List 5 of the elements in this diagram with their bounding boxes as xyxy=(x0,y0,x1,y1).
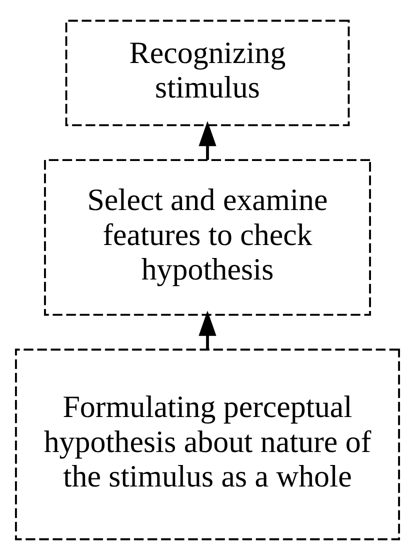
node-box: Recognizing stimulus xyxy=(65,19,350,126)
node-box: Formulating perceptual hypothesis about nature of the stimulus as a whole xyxy=(14,348,400,540)
node-box: Select and examine features to check hypothesis xyxy=(44,158,371,316)
arrow xyxy=(198,310,216,349)
arrow xyxy=(198,120,216,160)
